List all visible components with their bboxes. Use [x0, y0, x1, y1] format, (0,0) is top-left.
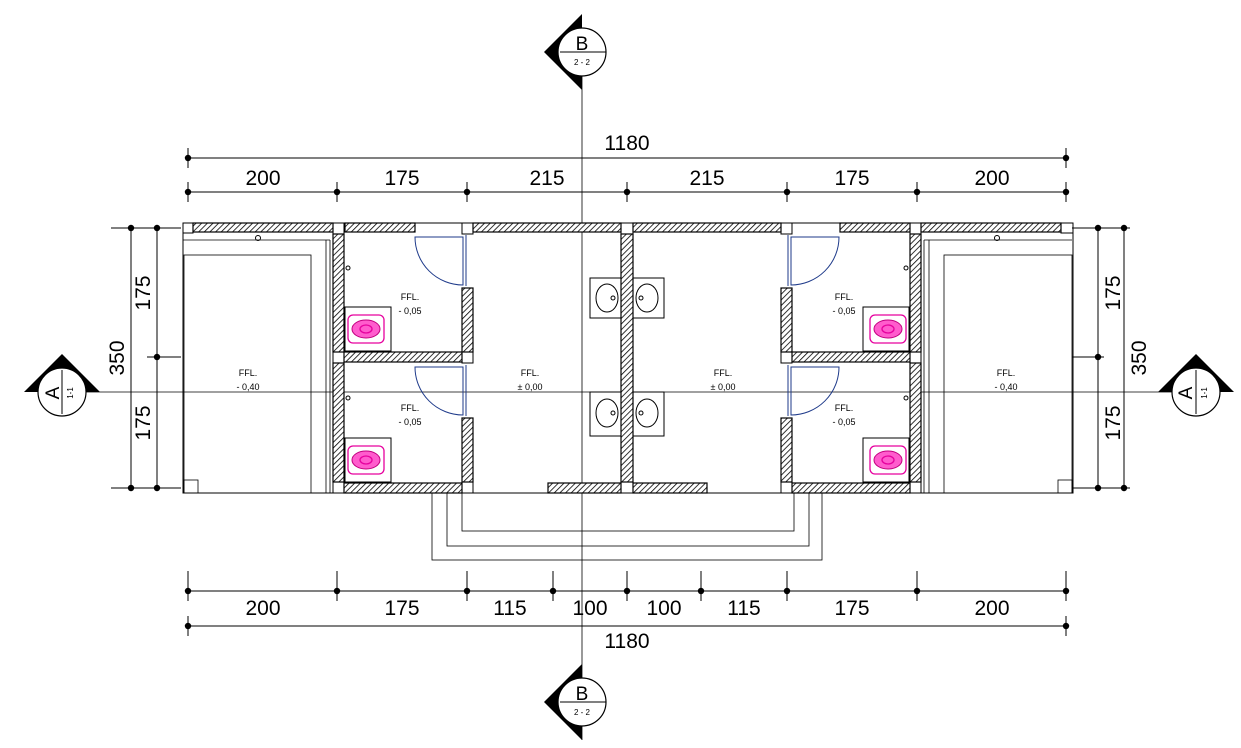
dim-bottom-6: 115 — [727, 597, 760, 620]
svg-text:A: A — [1176, 386, 1197, 399]
section-marker-b-top: B 2 - 2 — [544, 14, 607, 90]
svg-text:1-1: 1-1 — [1200, 387, 1209, 399]
toilet-top-right — [862, 306, 910, 352]
svg-text:B: B — [576, 34, 589, 55]
svg-text:A: A — [43, 386, 64, 399]
dim-bottom-5: 100 — [646, 597, 681, 620]
dim-right-bottom: 175 — [1102, 405, 1125, 440]
dim-top-6: 200 — [974, 167, 1009, 190]
toilet-top-left — [344, 306, 392, 352]
ffl-label-toilet-1: FFL. — [401, 292, 420, 302]
top-dimensions: 1180 200 175 215 215 175 200 — [184, 132, 1070, 202]
ffl-label-side-right: FFL. — [997, 368, 1016, 378]
ffl-label-side-left: FFL. — [239, 368, 258, 378]
left-dimensions: 350 175 175 — [106, 224, 181, 492]
dim-top-5: 175 — [834, 167, 869, 190]
dim-left-top: 175 — [132, 275, 155, 310]
dim-bottom-4: 100 — [572, 597, 607, 620]
svg-text:2 - 2: 2 - 2 — [574, 58, 591, 67]
section-marker-a-left: A 1-1 — [24, 354, 100, 417]
section-marker-a-right: A 1-1 — [1158, 354, 1234, 417]
section-marker-b-bottom: B 2 - 2 — [544, 664, 607, 740]
ffl-value-toilet-1: - 0,05 — [398, 306, 421, 316]
ffl-label-corridor-left: FFL. — [521, 368, 540, 378]
dim-left-bottom: 175 — [132, 405, 155, 440]
toilet-bottom-left — [344, 437, 392, 483]
door-swings — [414, 235, 840, 416]
bottom-dimensions: 200 175 115 100 100 115 175 200 1180 — [184, 571, 1070, 653]
fixtures — [255, 235, 1000, 401]
svg-text:2 - 2: 2 - 2 — [574, 708, 591, 717]
dim-top-2: 175 — [384, 167, 419, 190]
dim-top-1: 200 — [245, 167, 280, 190]
ffl-value-side-left: - 0,40 — [236, 382, 259, 392]
ffl-label-corridor-right: FFL. — [714, 368, 733, 378]
dim-right-top: 175 — [1102, 275, 1125, 310]
ffl-label-toilet-2: FFL. — [401, 403, 420, 413]
ffl-value-toilet-4: - 0,05 — [832, 417, 855, 427]
dim-top-3: 215 — [529, 167, 564, 190]
dim-bottom-3: 115 — [493, 597, 526, 620]
dim-top-total: 1180 — [604, 132, 649, 155]
right-dimensions: 175 175 350 — [1072, 224, 1151, 492]
ffl-label-toilet-3: FFL. — [835, 292, 854, 302]
dim-top-4: 215 — [689, 167, 724, 190]
dim-bottom-2: 175 — [384, 597, 419, 620]
dim-bottom-1: 200 — [245, 597, 280, 620]
svg-text:B: B — [576, 684, 589, 705]
svg-text:1-1: 1-1 — [66, 387, 75, 399]
walls — [182, 222, 1074, 561]
dim-bottom-total: 1180 — [604, 630, 649, 653]
ffl-label-toilet-4: FFL. — [835, 403, 854, 413]
dim-left-total: 350 — [106, 340, 129, 375]
level-labels: FFL. - 0,05 FFL. - 0,05 FFL. - 0,05 FFL.… — [236, 292, 1017, 427]
ffl-value-side-right: - 0,40 — [994, 382, 1017, 392]
toilet-bottom-right — [862, 437, 910, 483]
dim-bottom-7: 175 — [834, 597, 869, 620]
ffl-value-toilet-2: - 0,05 — [398, 417, 421, 427]
ffl-value-toilet-3: - 0,05 — [832, 306, 855, 316]
sinks — [589, 277, 665, 437]
ffl-value-corridor-right: ± 0,00 — [711, 382, 736, 392]
dim-bottom-8: 200 — [974, 597, 1009, 620]
ffl-value-corridor-left: ± 0,00 — [518, 382, 543, 392]
dim-right-total: 350 — [1128, 340, 1151, 375]
